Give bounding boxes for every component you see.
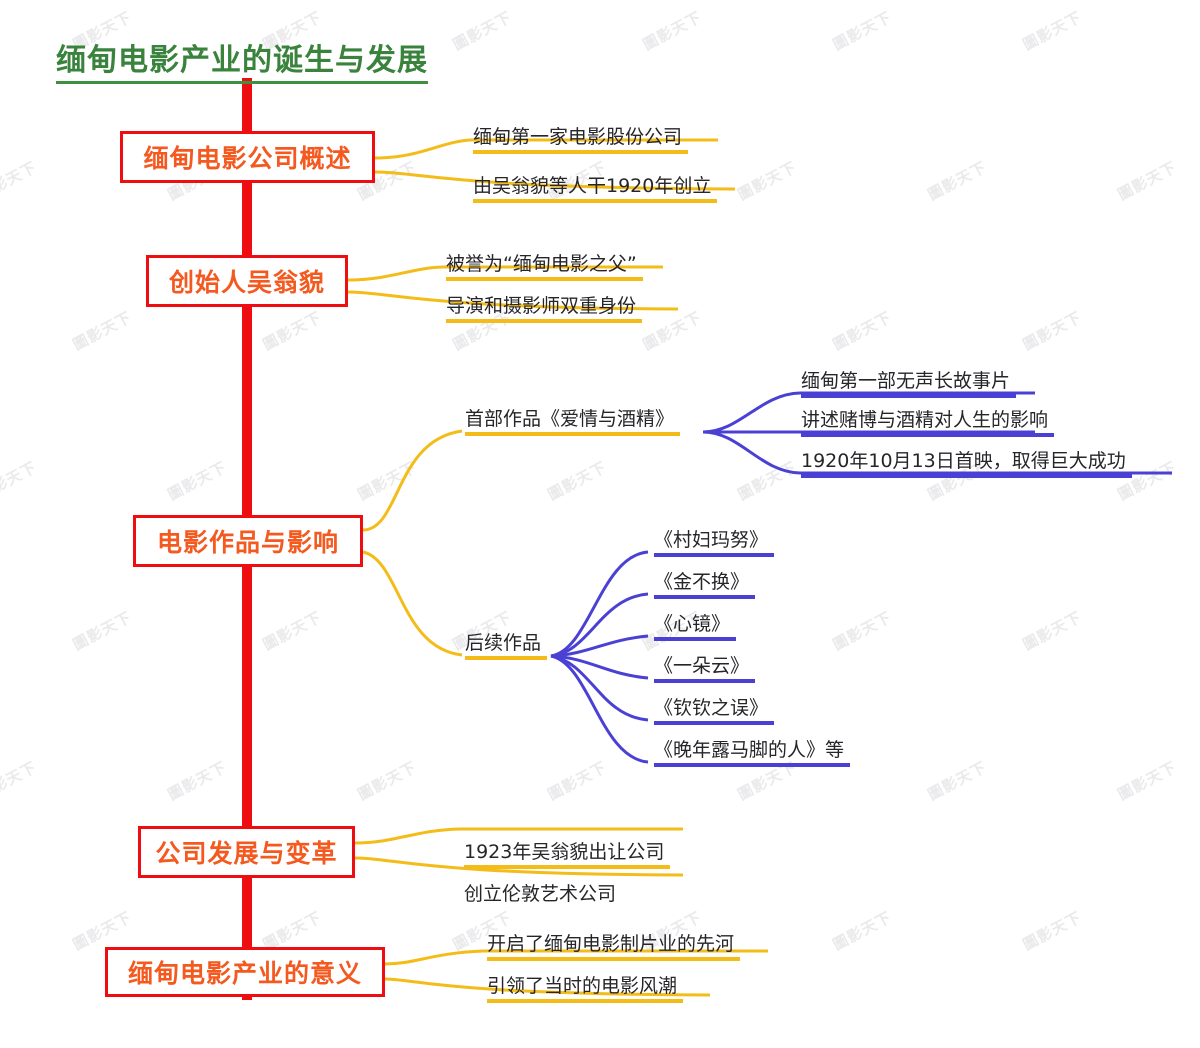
watermark-text: 圖影天下 xyxy=(734,157,800,204)
watermark-text: 圖影天下 xyxy=(69,307,135,354)
watermark-text: 圖影天下 xyxy=(1114,757,1180,804)
watermark-text: 圖影天下 xyxy=(1019,7,1085,54)
leaf-film-3[interactable]: 《心镜》 xyxy=(654,615,737,641)
watermark-text: 圖影天下 xyxy=(354,457,420,504)
leaf-film-6[interactable]: 《晚年露马脚的人》等 xyxy=(654,741,851,767)
leaf-first-film-detail-3[interactable]: 1920年10月13日首映，取得巨大成功 xyxy=(801,452,1132,478)
leaf-film-5[interactable]: 《钦钦之误》 xyxy=(654,699,775,725)
leaf-development-2[interactable]: 创立伦敦艺术公司 xyxy=(464,883,617,905)
watermark-text: 圖影天下 xyxy=(829,7,895,54)
watermark-text: 圖影天下 xyxy=(354,757,420,804)
watermark-text: 圖影天下 xyxy=(0,457,40,504)
watermark-text: 圖影天下 xyxy=(924,157,990,204)
leaf-works-later-films[interactable]: 后续作品 xyxy=(465,634,548,660)
topic-label: 公司发展与变革 xyxy=(155,840,338,868)
watermark-text: 圖影天下 xyxy=(639,7,705,54)
watermark-text: 圖影天下 xyxy=(829,907,895,954)
watermark-text: 圖影天下 xyxy=(924,757,990,804)
watermark-text: 圖影天下 xyxy=(734,457,800,504)
watermark-text: 圖影天下 xyxy=(1019,307,1085,354)
watermark-text: 圖影天下 xyxy=(1114,157,1180,204)
leaf-founder-2[interactable]: 导演和摄影师双重身份 xyxy=(446,297,643,323)
topic-node-founder[interactable]: 创始人吴翁貌 xyxy=(146,255,348,307)
watermark-text: 圖影天下 xyxy=(544,457,610,504)
topic-node-overview[interactable]: 缅甸电影公司概述 xyxy=(120,131,375,183)
leaf-film-2[interactable]: 《金不换》 xyxy=(654,573,756,599)
leaf-significance-2[interactable]: 引领了当时的电影风潮 xyxy=(487,977,684,1003)
topic-label: 创始人吴翁貌 xyxy=(168,269,325,297)
watermark-text: 圖影天下 xyxy=(639,307,705,354)
topic-label: 电影作品与影响 xyxy=(156,529,339,557)
leaf-significance-1[interactable]: 开启了缅甸电影制片业的先河 xyxy=(487,935,741,961)
topic-node-development[interactable]: 公司发展与变革 xyxy=(138,826,355,878)
watermark-text: 圖影天下 xyxy=(829,607,895,654)
page-title: 缅甸电影产业的诞生与发展 xyxy=(56,44,428,84)
watermark-text: 圖影天下 xyxy=(259,307,325,354)
leaf-development-1[interactable]: 1923年吴翁貌出让公司 xyxy=(464,843,671,869)
leaf-overview-1[interactable]: 缅甸第一家电影股份公司 xyxy=(473,128,689,154)
watermark-text: 圖影天下 xyxy=(829,307,895,354)
leaf-overview-2[interactable]: 由吴翁貌等人干1920年创立 xyxy=(473,177,718,203)
topic-node-significance[interactable]: 缅甸电影产业的意义 xyxy=(105,947,385,997)
watermark-text: 圖影天下 xyxy=(0,157,40,204)
topic-node-works[interactable]: 电影作品与影响 xyxy=(133,515,363,567)
topic-label: 缅甸电影产业的意义 xyxy=(127,960,362,988)
leaf-film-1[interactable]: 《村妇玛努》 xyxy=(654,531,775,557)
topic-label: 缅甸电影公司概述 xyxy=(143,145,352,173)
watermark-text: 圖影天下 xyxy=(259,607,325,654)
leaf-first-film-detail-1[interactable]: 缅甸第一部无声长故事片 xyxy=(801,372,1017,398)
leaf-film-4[interactable]: 《一朵云》 xyxy=(654,657,756,683)
watermark-text: 圖影天下 xyxy=(1019,607,1085,654)
watermark-text: 圖影天下 xyxy=(544,757,610,804)
leaf-works-first-film[interactable]: 首部作品《爱情与酒精》 xyxy=(465,410,681,436)
leaf-founder-1[interactable]: 被誉为“缅甸电影之父” xyxy=(446,255,643,281)
watermark-text: 圖影天下 xyxy=(164,757,230,804)
watermark-text: 圖影天下 xyxy=(164,457,230,504)
watermark-text: 圖影天下 xyxy=(1019,907,1085,954)
watermark-text: 圖影天下 xyxy=(0,757,40,804)
leaf-first-film-detail-2[interactable]: 讲述赌博与酒精对人生的影响 xyxy=(801,411,1055,437)
watermark-text: 圖影天下 xyxy=(449,7,515,54)
watermark-text: 圖影天下 xyxy=(69,607,135,654)
